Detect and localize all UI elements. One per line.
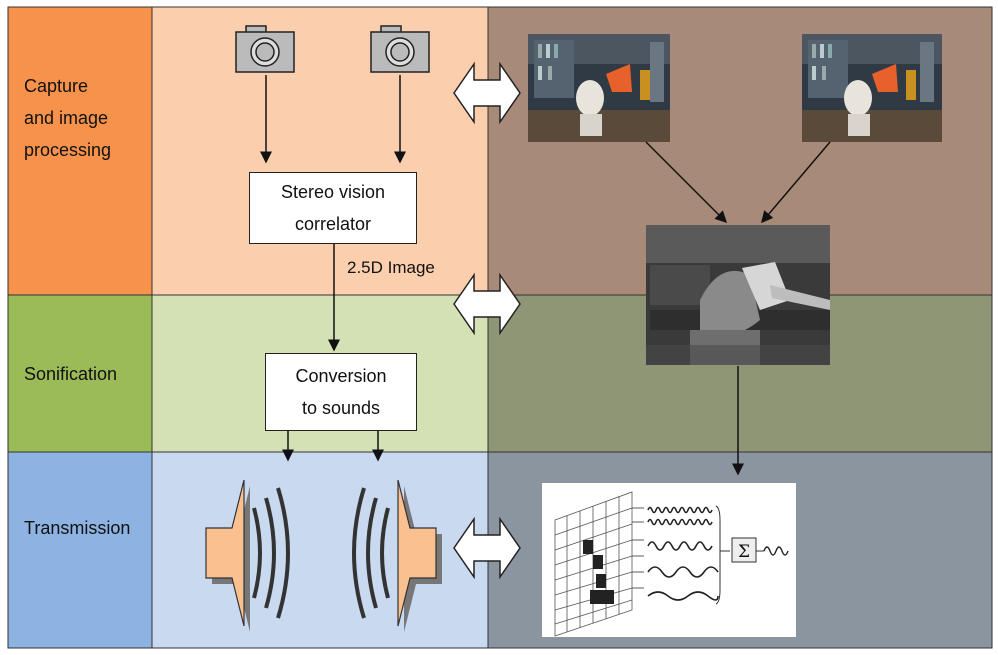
double-arrow-icon: [453, 61, 521, 125]
depth-map-image: [646, 225, 830, 365]
sonification-label-cell: [7, 294, 153, 453]
stereo-photo-right: [802, 34, 942, 142]
conversion-to-sounds-box: Conversion to sounds: [265, 353, 417, 431]
double-arrow-icon: [453, 516, 521, 580]
arrow-left-photo-to-depth: [645, 141, 728, 224]
image-25d-label: 2.5D Image: [347, 258, 435, 277]
row-label-transmission: Transmission: [24, 518, 131, 538]
camera-icon: [235, 25, 295, 73]
sonification-illustration: Σ: [542, 483, 796, 637]
summation-icon: [731, 537, 757, 563]
stereo-photo-left: [528, 34, 670, 142]
speaker-icon: [352, 479, 442, 632]
speaker-icon: [205, 479, 290, 632]
stereo-vision-correlator-box: Stereo vision correlator: [249, 172, 417, 244]
summation-symbol: Σ: [738, 542, 750, 562]
arrow-right-photo-to-depth: [761, 141, 831, 224]
capture-left-cell: [151, 6, 489, 296]
camera-icon: [370, 25, 430, 73]
row-label-capture: Capture and image processing: [24, 76, 112, 160]
capture-label-cell: [7, 6, 153, 296]
double-arrow-icon: [453, 272, 521, 336]
transmission-label-cell: [7, 451, 153, 649]
row-label-sonification: Sonification: [24, 364, 118, 384]
